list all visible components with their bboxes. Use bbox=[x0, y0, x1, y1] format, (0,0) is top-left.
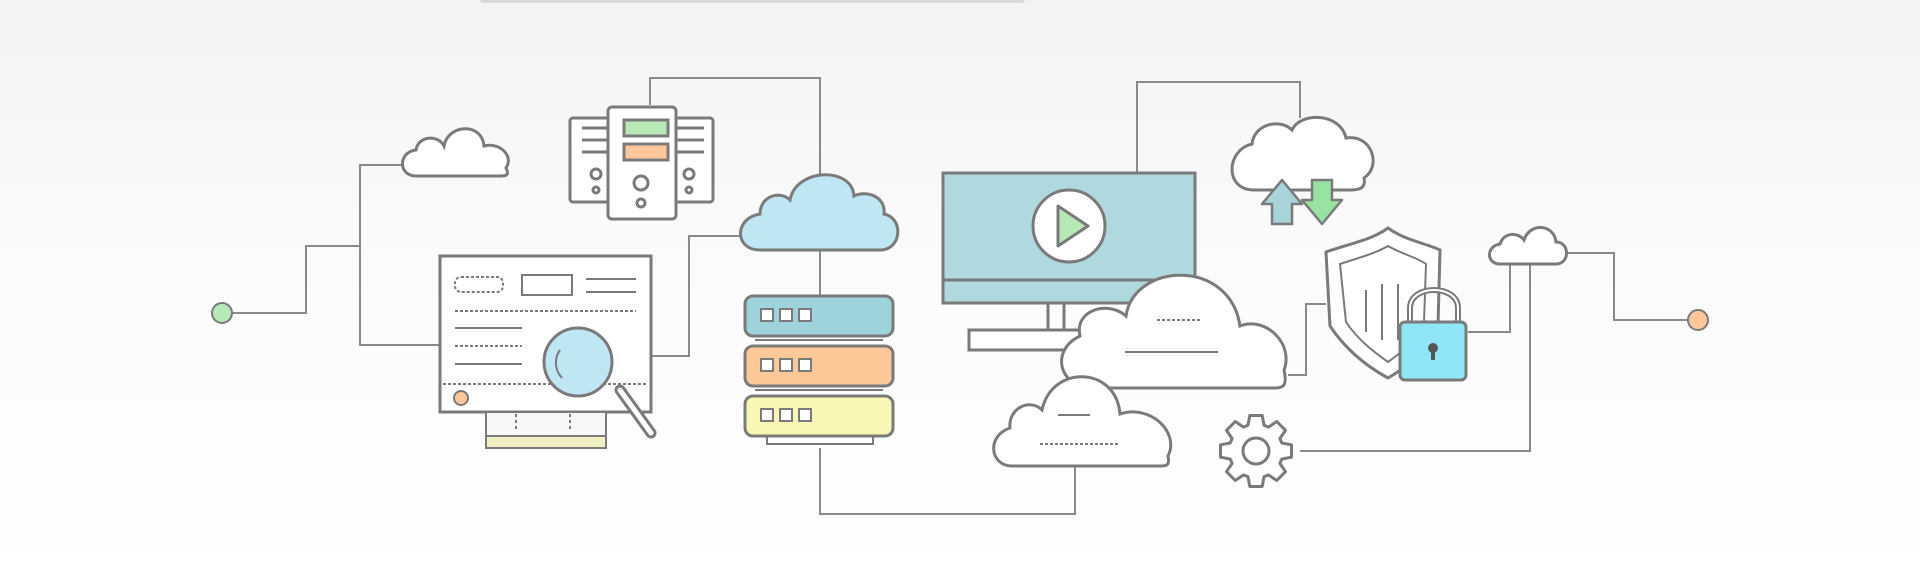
line-small-cloud-to-end bbox=[1560, 252, 1690, 321]
database-server-icon bbox=[743, 294, 895, 445]
line-big-cloud-to-shield bbox=[1288, 303, 1326, 376]
magnifier-icon bbox=[542, 326, 657, 439]
server-rack-icon bbox=[568, 105, 715, 221]
cloud-icon bbox=[401, 127, 510, 178]
line-gear-to-small-cloud bbox=[1300, 262, 1531, 452]
padlock-icon bbox=[1398, 287, 1468, 382]
line-start-to-branch bbox=[228, 245, 360, 314]
gear-icon bbox=[1219, 414, 1293, 488]
cloud-icon bbox=[1060, 273, 1288, 390]
cloud-icon bbox=[992, 375, 1172, 468]
line-document-to-blue-cloud bbox=[651, 235, 746, 357]
connector-lines bbox=[228, 77, 1690, 515]
line-branch-to-document bbox=[359, 246, 440, 346]
cloud-sync-icon bbox=[1230, 116, 1375, 226]
start-node-icon bbox=[211, 302, 233, 324]
cloud-icon bbox=[1488, 226, 1568, 266]
line-db-to-bottom-cloud bbox=[819, 448, 1076, 515]
end-node-icon bbox=[1687, 309, 1709, 331]
gear-hole bbox=[1241, 436, 1271, 466]
top-bar bbox=[480, 0, 1025, 3]
search-document-icon bbox=[438, 254, 653, 449]
line-branch-to-cloud bbox=[359, 164, 402, 246]
cloud-icon bbox=[739, 173, 900, 252]
line-rack-to-blue-cloud bbox=[649, 77, 821, 185]
line-monitor-to-sync-cloud bbox=[1136, 81, 1301, 173]
play-icon bbox=[1031, 188, 1107, 264]
line-lock-to-small-cloud bbox=[1468, 262, 1511, 333]
